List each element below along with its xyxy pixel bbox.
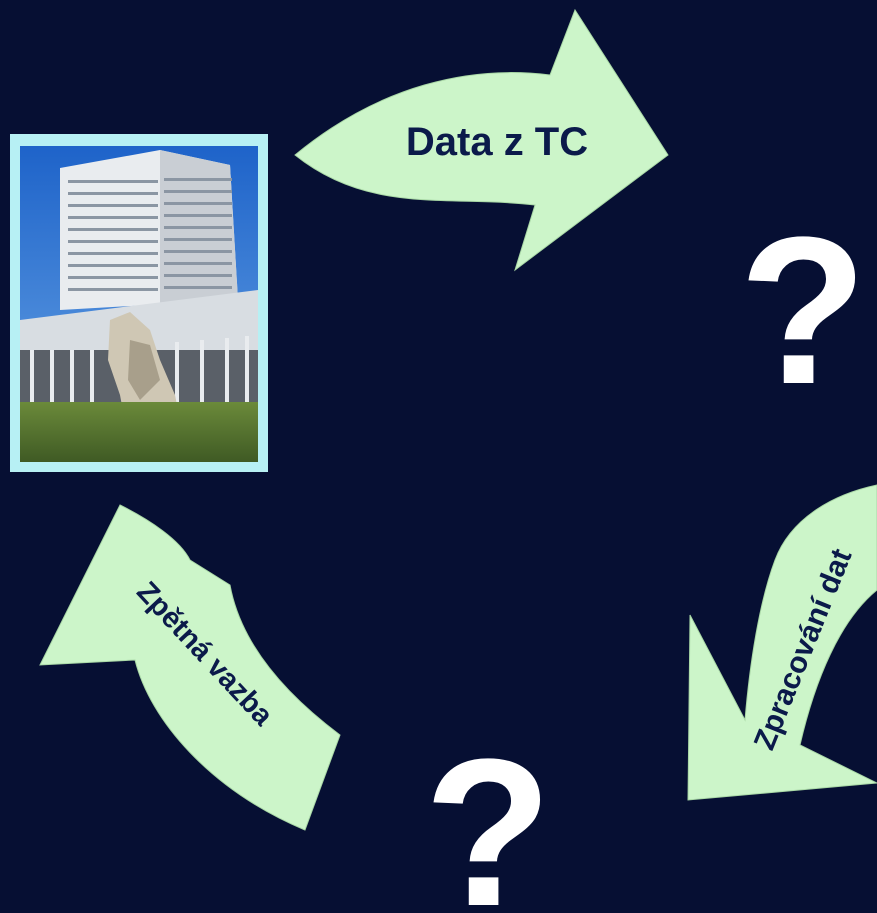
hospital-photo: [10, 134, 268, 472]
arrow-label-data-from-tc: Data z TC: [406, 120, 588, 164]
arrow-feedback: Zpětná vazba: [39, 504, 341, 831]
question-mark-right: ?: [739, 193, 867, 428]
arrow-data-processing: Zpracování dat: [687, 484, 877, 801]
question-mark-bottom: ?: [424, 715, 552, 913]
arrow-data-from-tc: Data z TC: [294, 8, 669, 272]
